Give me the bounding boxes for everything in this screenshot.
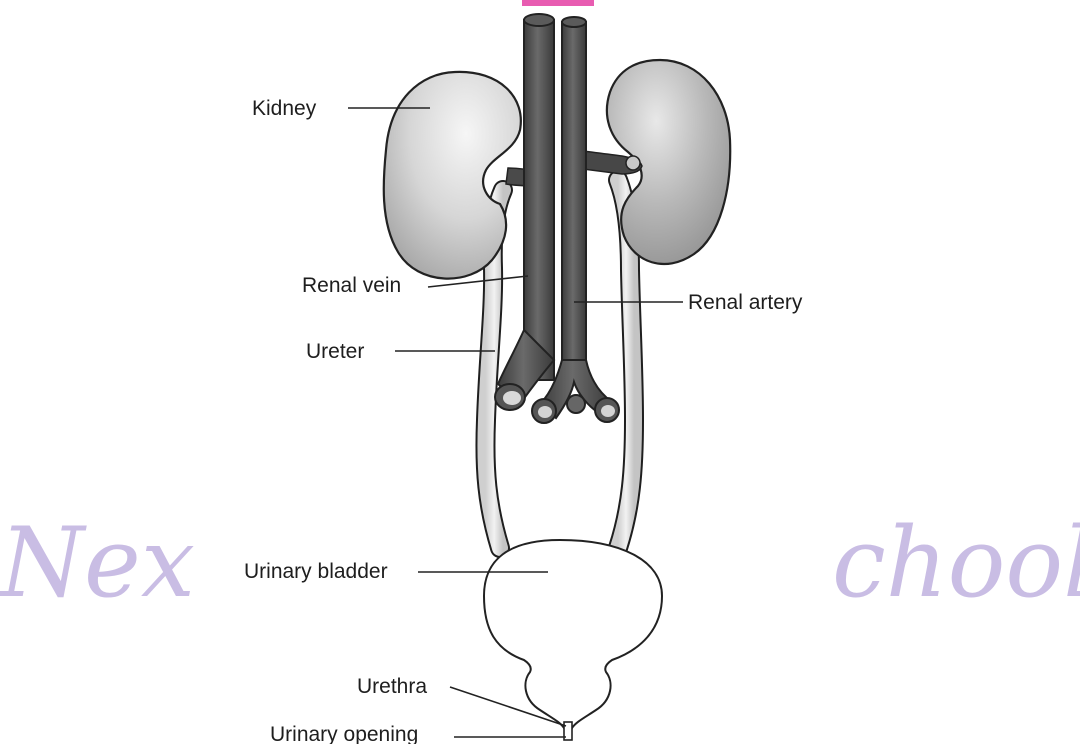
- watermark-left: Nex: [0, 507, 195, 619]
- label-urinary-bladder: Urinary bladder: [244, 560, 388, 583]
- urinary-bladder: [484, 540, 662, 728]
- label-ureter: Ureter: [306, 340, 364, 363]
- label-kidney: Kidney: [252, 97, 317, 120]
- highlight-mark: [522, 0, 594, 6]
- label-urethra: Urethra: [357, 675, 427, 698]
- watermark-right: chool: [832, 507, 1080, 619]
- label-renal-vein: Renal vein: [302, 274, 401, 297]
- label-urinary-opening: Urinary opening: [270, 723, 418, 744]
- label-renal-artery: Renal artery: [688, 291, 803, 314]
- kidney-left: [384, 72, 521, 279]
